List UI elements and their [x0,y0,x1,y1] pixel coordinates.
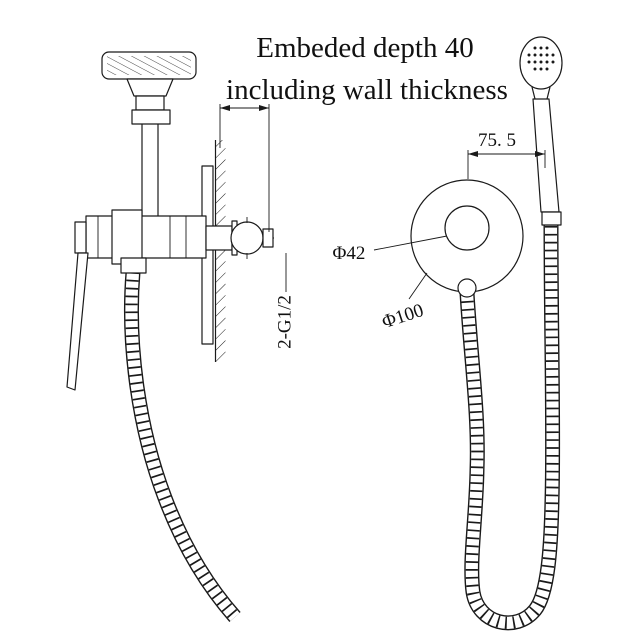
leader-line [373,235,448,251]
valve-collar [111,209,143,265]
sprayer-neck [126,78,174,97]
wall-hatching [215,140,226,362]
spindle-body [205,225,233,251]
sprayer-neck-left [531,86,536,100]
title-line-2: including wall thickness [226,74,508,106]
spindle-circle [230,221,264,255]
sprayer-connector [135,95,165,111]
wall-section [214,140,226,362]
handheld-sprayer-front [519,36,563,226]
dimension-75-5: 75. 5 [467,130,546,179]
arrowhead-left [468,151,478,157]
handle-lever [66,252,89,391]
label-outer-diameter: Φ100 [379,272,428,333]
side-view [66,51,274,622]
shower-hose-front [459,224,561,631]
hose-side-fill [125,271,240,622]
front-view [410,36,563,631]
label-thread-spec: 2-G1/2 [274,253,295,349]
hose-outlet-circle [457,278,477,298]
hose-nut-side [120,257,147,274]
shower-hose-side [123,271,241,622]
sprayer-neck-right [546,86,551,100]
spray-face-dots [527,46,555,71]
sprayer-bracket [131,109,171,125]
arrowhead-left [220,105,230,111]
wall-spindle [205,217,274,259]
valve-main-body [85,215,207,259]
sprayer-head-knurling [107,56,191,75]
label-inner-diameter: Φ42 [333,235,448,264]
arrowhead-right [535,151,545,157]
dimension-text-75-5: 75. 5 [478,130,516,151]
label-text-thread: 2-G1/2 [274,295,295,349]
arrowhead-right [259,105,269,111]
valve-circle-inner [444,205,490,251]
drawing-title: Embeded depth 40 including wall thicknes… [226,32,508,106]
label-text-phi42: Φ42 [333,243,366,264]
title-line-1: Embeded depth 40 [256,32,473,64]
spindle-end-cap [262,228,274,248]
hose-nut-front [541,211,562,226]
leader-line [408,272,428,300]
dimension-embedded-depth [219,104,270,232]
hose-front-coil-bands [460,224,559,629]
valve-end-cap [74,221,87,254]
label-text-phi100: Φ100 [379,300,426,333]
handheld-sprayer-side [101,51,197,216]
